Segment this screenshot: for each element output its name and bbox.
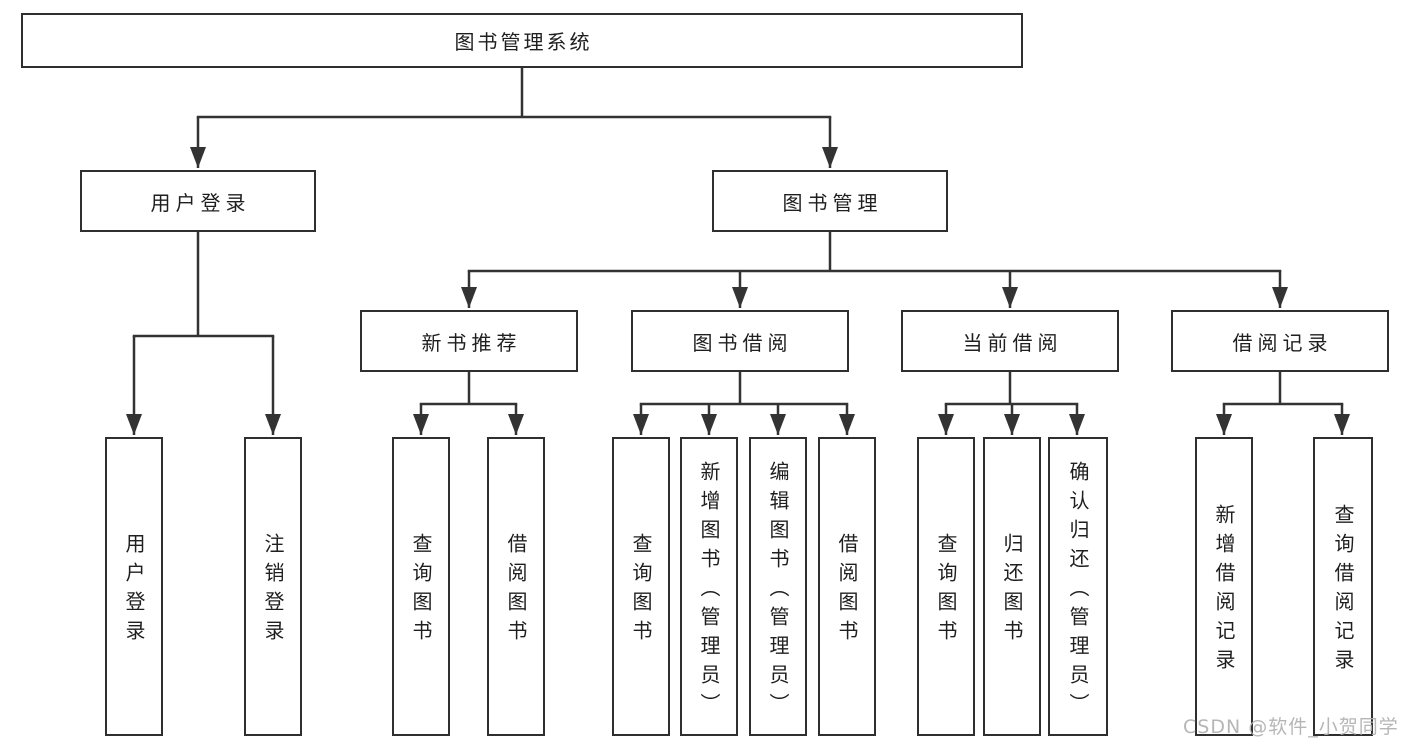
leaf-logout-login-label: 注销登录 [261,533,285,649]
leaf-add-borrow-record: 新增借阅记录 [1195,437,1253,736]
leaf-user-login-label: 用户登录 [122,533,146,649]
leaf-return-book: 归还图书 [983,437,1041,736]
node-new-book-recommend: 新书推荐 [360,310,578,372]
leaf-query-books-recommend-label: 查询图书 [409,533,433,649]
leaf-add-book-admin-label: 新增图书（管理员） [697,460,721,722]
leaf-query-books-current-label: 查询图书 [934,533,958,649]
leaf-borrow-books-borrow-label: 借阅图书 [835,533,859,649]
node-book-borrow: 图书借阅 [631,310,849,372]
leaf-query-borrow-record: 查询借阅记录 [1313,437,1373,736]
node-current-borrow-label: 当前借阅 [962,330,1063,355]
leaf-borrow-books-borrow: 借阅图书 [818,437,876,736]
node-user-login-label: 用户登录 [150,190,251,215]
node-root-system: 图书管理系统 [21,13,1023,68]
node-new-book-recommend-label: 新书推荐 [421,330,522,355]
node-borrow-records: 借阅记录 [1171,310,1389,372]
leaf-logout-login: 注销登录 [244,437,302,736]
leaf-borrow-books-recommend-label: 借阅图书 [504,533,528,649]
node-book-borrow-label: 图书借阅 [692,330,793,355]
node-book-management: 图书管理 [712,170,948,232]
leaf-query-books-current: 查询图书 [917,437,975,736]
leaf-edit-book-admin: 编辑图书（管理员） [749,437,807,736]
csdn-watermark: CSDN @软件_小贺同学 [1183,716,1399,738]
node-current-borrow: 当前借阅 [901,310,1119,372]
leaf-query-books-borrow: 查询图书 [612,437,670,736]
leaf-query-books-recommend: 查询图书 [392,437,450,736]
node-user-login: 用户登录 [80,170,316,232]
leaf-edit-book-admin-label: 编辑图书（管理员） [766,460,790,722]
node-book-management-label: 图书管理 [782,190,883,215]
leaf-confirm-return-admin-label: 确认归还（管理员） [1066,460,1090,722]
leaf-query-borrow-record-label: 查询借阅记录 [1331,504,1355,678]
leaf-borrow-books-recommend: 借阅图书 [487,437,545,736]
node-root-label: 图书管理系统 [454,30,593,54]
leaf-add-borrow-record-label: 新增借阅记录 [1212,504,1236,678]
leaf-query-books-borrow-label: 查询图书 [629,533,653,649]
leaf-confirm-return-admin: 确认归还（管理员） [1048,437,1108,736]
leaf-user-login: 用户登录 [105,437,163,736]
leaf-return-book-label: 归还图书 [1000,533,1024,649]
node-borrow-records-label: 借阅记录 [1232,330,1333,355]
leaf-add-book-admin: 新增图书（管理员） [680,437,738,736]
